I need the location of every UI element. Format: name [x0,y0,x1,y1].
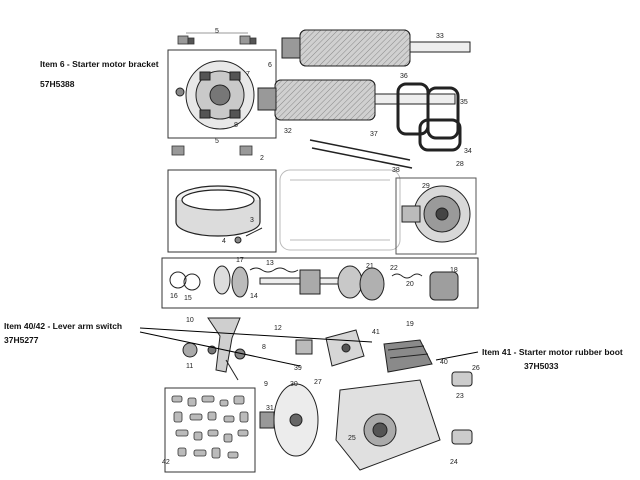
part-number: 38 [392,167,400,174]
callout-boot-title: Item 41 - Starter motor rubber boot [482,347,623,357]
part-number: 10 [186,317,194,324]
part-number: 19 [406,321,414,328]
part-number: 27 [314,379,322,386]
part-number: 34 [464,148,472,155]
part-number-labels: 5 6 7 8 5 2 3 4 33 36 35 32 37 34 38 28 … [162,28,480,466]
lever-arm-switch [295,329,365,367]
brush-parts-middle [171,145,253,156]
part-number: 5 [215,28,219,35]
callout-bracket-title: Item 6 - Starter motor bracket [40,59,159,69]
starter-motor-rubber-boot [383,339,433,373]
drive-assembly [169,265,459,301]
part-number: 29 [422,183,430,190]
part-number: 39 [294,365,302,372]
drive-group-box [161,257,479,309]
small-parts-group-box [164,387,256,473]
part-number: 25 [348,435,356,442]
through-bolts [309,139,413,169]
part-number: 35 [460,99,468,106]
callout-bracket-part-no: 57H5388 [40,79,75,89]
pinion-and-plate [259,383,319,457]
cover-band [175,185,261,237]
part-number: 11 [186,363,193,370]
part-number: 22 [390,265,398,272]
part-number: 7 [246,71,250,78]
part-number: 5 [215,138,219,145]
armature-lower [257,79,456,121]
part-number: 2 [260,155,264,162]
part-number: 16 [170,293,178,300]
part-number: 30 [290,381,298,388]
part-number: 31 [266,405,274,412]
part-number: 40 [440,359,448,366]
part-number: 32 [284,128,292,135]
part-number: 23 [456,393,464,400]
screw-and-washer [234,227,263,244]
drive-end-bracket [335,379,441,471]
part-number: 28 [456,161,464,168]
lever-fork-assembly [182,317,246,381]
part-number: 20 [406,281,414,288]
part-number: 41 [372,329,380,336]
bushes [451,371,473,445]
callout-switch-part-no: 37H5277 [4,335,39,345]
part-number: 21 [366,263,374,270]
part-number: 4 [222,238,226,245]
part-number: 9 [264,381,268,388]
part-number: 24 [450,459,458,466]
part-number: 8 [234,122,238,129]
part-number: 18 [450,267,458,274]
part-number: 36 [400,73,408,80]
brush-parts-top [177,35,257,45]
part-number: 42 [162,459,170,466]
part-number: 13 [266,260,274,267]
yoke-group-box [167,169,277,253]
small-parts-kit [171,395,249,459]
part-number: 33 [436,33,444,40]
part-number: 12 [274,325,282,332]
yoke-housing [279,169,401,251]
field-coils [396,82,462,152]
part-number: 8 [262,344,266,351]
part-number: 6 [268,62,272,69]
starter-motor-bracket [175,60,255,130]
callout-leader-lines [139,327,479,367]
commutator-end-bracket [395,177,477,255]
part-number: 14 [250,293,258,300]
part-number: 26 [472,365,480,372]
part-number: 17 [236,257,244,264]
callout-boot-part-no: 37H5033 [524,361,559,371]
armature-upper [281,29,471,67]
part-number: 3 [250,217,254,224]
callout-switch-title: Item 40/42 - Lever arm switch [4,321,123,331]
part-number: 37 [370,131,378,138]
part-number: 15 [184,295,192,302]
